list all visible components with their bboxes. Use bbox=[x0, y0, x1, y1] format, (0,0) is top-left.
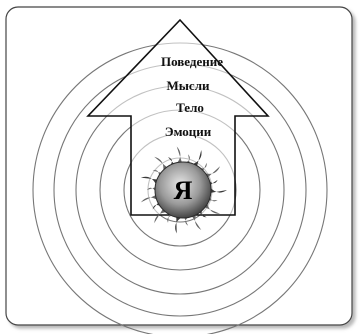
label-emotions: Эмоции bbox=[165, 124, 212, 139]
label-thoughts: Мысли bbox=[167, 78, 210, 93]
core-self-label: Я bbox=[174, 176, 193, 205]
label-behavior: Поведение bbox=[161, 54, 223, 69]
label-body: Тело bbox=[176, 100, 204, 115]
